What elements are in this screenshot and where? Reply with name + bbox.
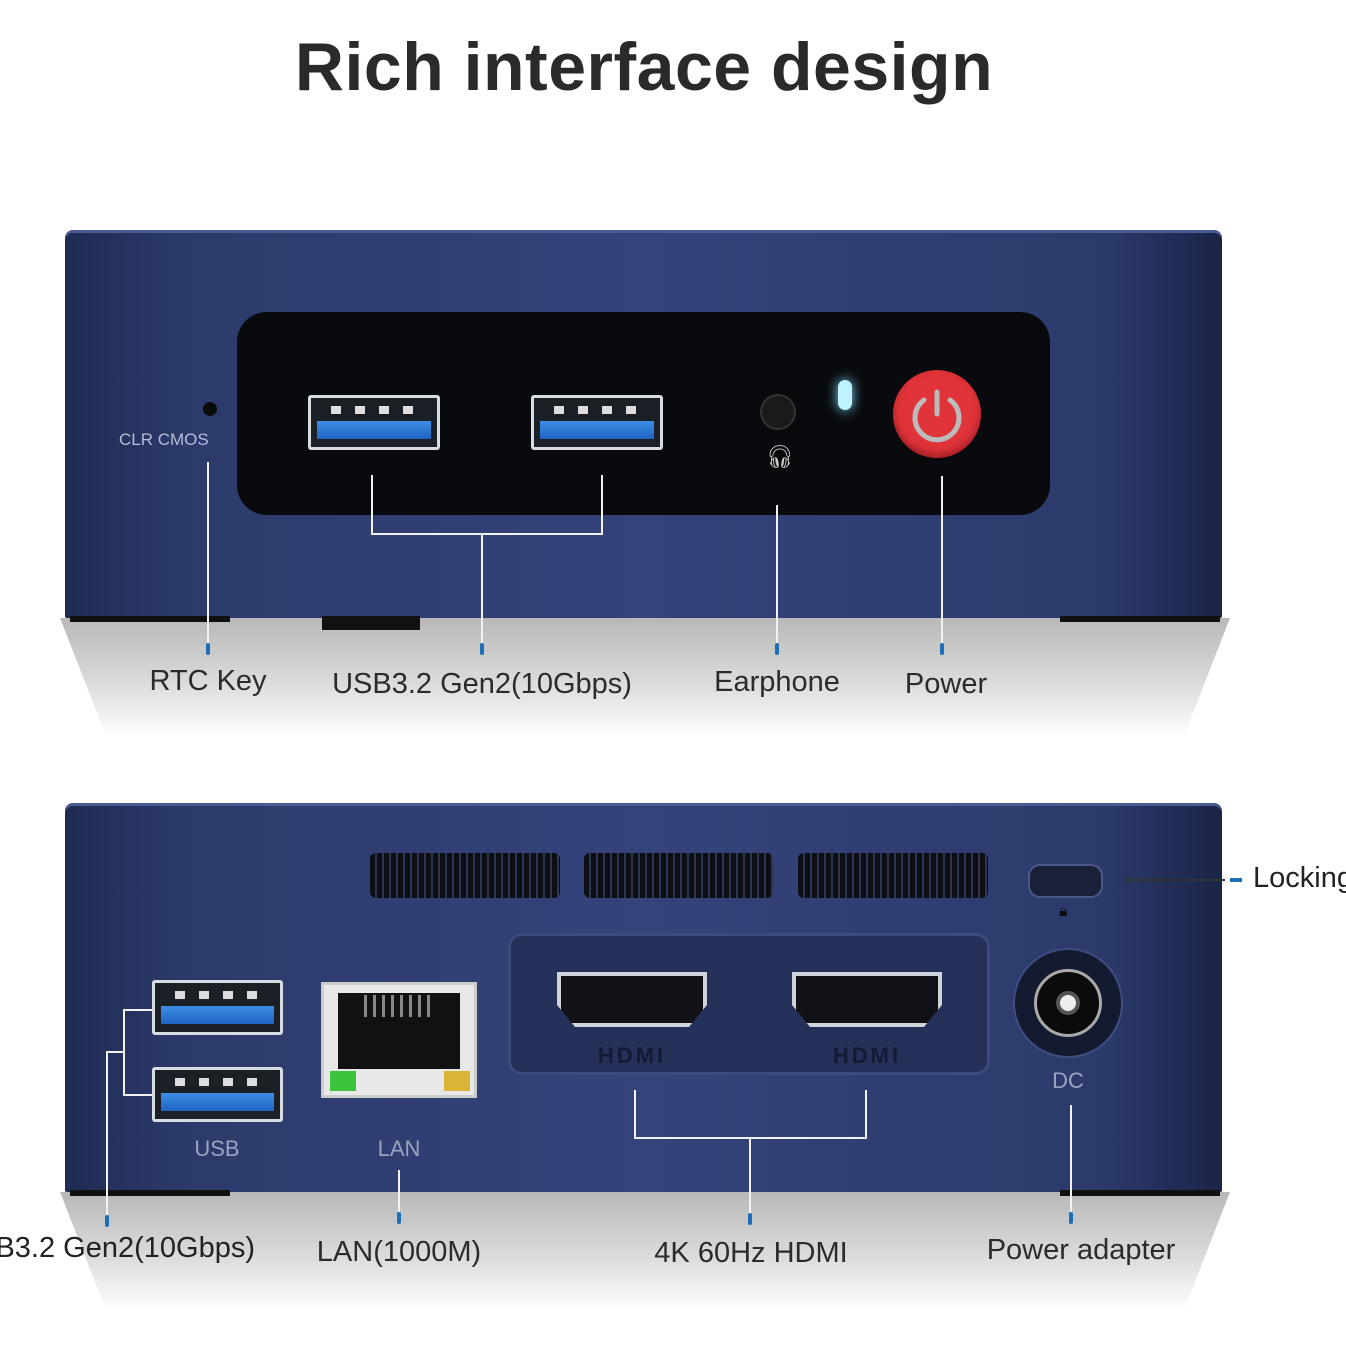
rear-usb-port-1[interactable] [152,980,283,1035]
vent [584,853,773,898]
leader-tick [206,643,210,655]
usb-silk-label: USB [194,1136,240,1161]
leader-line [941,476,943,646]
dc-silk-label: DC [1052,1068,1084,1093]
front-shadow [60,618,1230,738]
hdmi-port-2[interactable] [792,972,942,1027]
label-power-adapter: Power adapter [986,1234,1176,1266]
rear-shadow [60,1192,1230,1312]
clr-cmos-button[interactable] [203,402,217,416]
lan-port[interactable] [321,982,477,1098]
leader-line [749,1137,751,1215]
label-earphone: Earphone [714,666,840,698]
leader-line [106,1051,108,1216]
power-led [838,380,852,410]
leader-tick [480,643,484,655]
leader-line [481,533,483,645]
leader-line [123,1010,125,1096]
foot [70,1190,230,1196]
label-lan: LAN(1000M) [316,1236,482,1268]
leader-line [106,1051,125,1053]
front-usb-port-2[interactable] [531,395,663,450]
leader-line [207,462,209,647]
hdmi-port-1[interactable] [557,972,707,1027]
leader-line [398,1170,400,1215]
foot [322,616,420,630]
leader-tick [775,643,779,655]
leader-line [865,1090,867,1139]
leader-tick [1230,878,1242,882]
headphone-icon: 🎧︎ [766,444,794,469]
foot [1060,616,1220,622]
leader-tick [397,1212,401,1224]
lan-link-led [330,1071,356,1091]
clr-cmos-label: CLR CMOS [119,430,209,449]
rear-usb-port-2[interactable] [152,1067,283,1122]
leader-line [776,505,778,645]
label-locking: Locking [1253,862,1346,894]
leader-tick [940,643,944,655]
leader-tick [748,1213,752,1225]
lock-slot[interactable] [1028,864,1103,898]
label-rear-usb: USB3.2 Gen2(10Gbps) [0,1232,255,1264]
vent [798,853,988,898]
lan-silk-label: LAN [377,1136,421,1161]
foot [70,616,230,622]
label-front-usb: USB3.2 Gen2(10Gbps) [332,668,632,700]
label-power: Power [904,668,988,700]
lock-icon: 🔒︎ [1059,903,1068,920]
page-title: Rich interface design [294,29,994,105]
label-hdmi: 4K 60Hz HDMI [654,1237,848,1269]
hdmi-logo: HDMI [832,1043,902,1068]
foot [1060,1190,1220,1196]
leader-line [371,475,373,535]
front-usb-port-1[interactable] [308,395,440,450]
power-icon [912,389,962,443]
dc-pin [1056,991,1080,1015]
leader-tick [1069,1212,1073,1224]
vent [370,853,560,898]
hdmi-logo: HDMI [597,1043,667,1068]
leader-line [123,1009,152,1011]
leader-line [1123,879,1225,881]
label-rtc-key: RTC Key [149,665,267,697]
power-button[interactable] [893,370,981,458]
leader-line [371,533,603,535]
lan-activity-led [444,1071,470,1091]
leader-line [634,1090,636,1139]
leader-line [601,475,603,535]
leader-line [1070,1105,1072,1215]
leader-line [123,1094,152,1096]
earphone-jack[interactable] [760,394,796,430]
leader-tick [105,1215,109,1227]
